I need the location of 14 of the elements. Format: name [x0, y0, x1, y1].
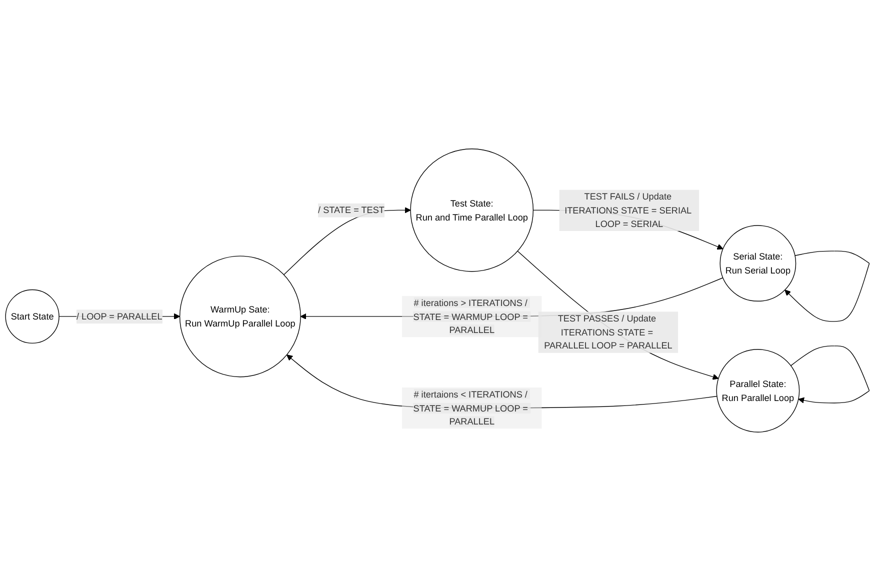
- node-circle: Serial State: Run Serial Loop: [720, 225, 796, 302]
- node-circle: Test State: Run and Time Parallel Loop: [410, 148, 534, 272]
- edge-label: # iterations > ITERATIONS / STATE = WARMUP LOOP = PARALLEL: [413, 297, 528, 336]
- edge-label: # itertaions < ITERATIONS / STATE = WARMUP LOOP = PARALLEL: [413, 388, 528, 427]
- node-circle: WarmUp Sate: Run WarmUp Parallel Loop: [179, 256, 301, 378]
- edge-label: / LOOP = PARALLEL: [76, 311, 162, 322]
- edge-label: / STATE = TEST: [318, 204, 384, 216]
- edge-label: TEST FAILS / Update ITERATIONS STATE = SERIAL LOOP = SERIAL: [564, 191, 692, 229]
- node-circle: Parallel State: Run Parallel Loop: [716, 349, 800, 432]
- edge-label: TEST PASSES / Update ITERATIONS STATE = PARALLEL LOOP = PARALLEL: [544, 313, 672, 351]
- node-circle: Start State: [5, 289, 60, 344]
- arrow: [790, 346, 870, 404]
- arrow: [784, 250, 870, 322]
- arrow: [517, 250, 719, 380]
